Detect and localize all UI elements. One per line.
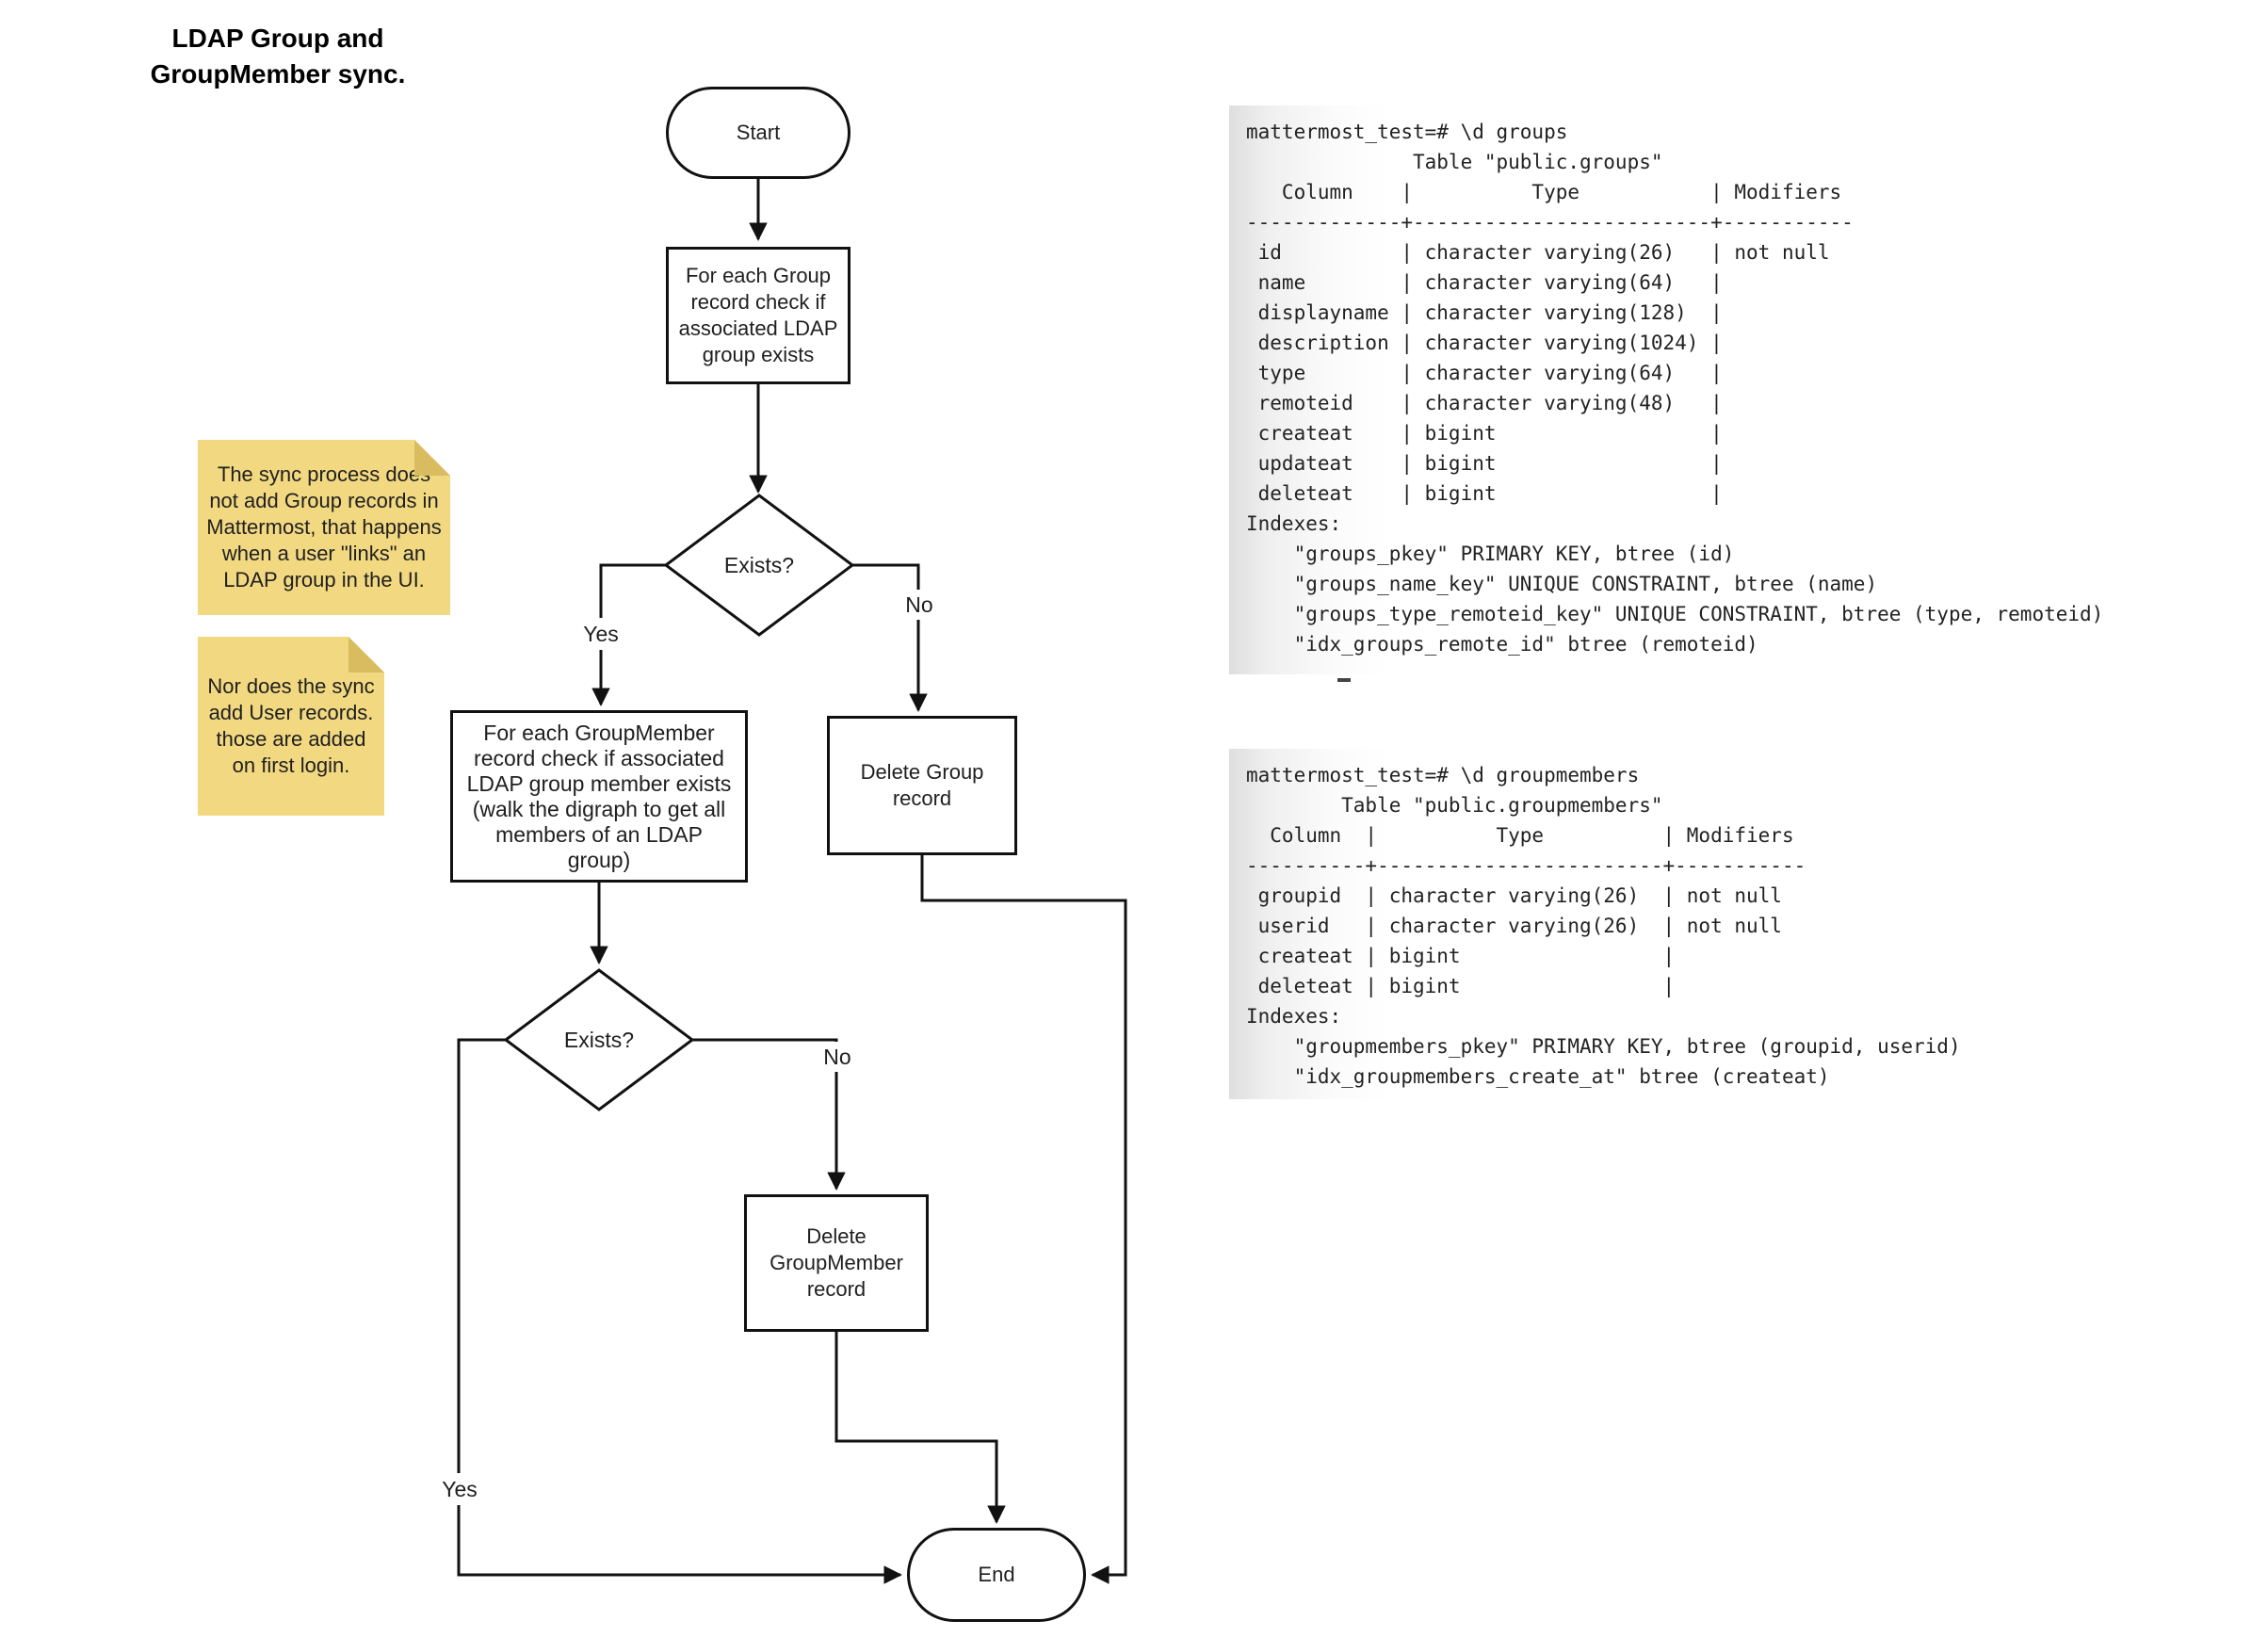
diagram-title-line2: GroupMember sync. (150, 59, 406, 89)
edge-deletemember-to-end (834, 1331, 1006, 1524)
edge-exists2-yes (457, 1038, 902, 1584)
process-delete-group: Delete Group record (827, 716, 1017, 855)
edge-label-no-1: No (895, 590, 944, 620)
edge-exists1-yes (591, 563, 666, 706)
edge-label-yes-1: Yes (575, 618, 627, 650)
decision-exists-member-label: Exists? (563, 1027, 635, 1052)
start-node: Start (666, 87, 850, 179)
sticky-note-group-records: The sync process does not add Group reco… (198, 440, 450, 615)
decision-exists-group (663, 494, 855, 637)
edge-exists2-no (692, 1038, 846, 1191)
decision-exists-group-label: Exists? (723, 552, 795, 577)
edge-label-no-2: No (814, 1042, 861, 1072)
terminal-cursor (1337, 678, 1351, 682)
diagram-title-line1: LDAP Group and (171, 24, 384, 53)
end-node: End (907, 1528, 1086, 1622)
process-check-group: For each Group record check if associate… (666, 247, 850, 384)
psql-output-groupmembers-table: mattermost_test=# \d groupmembers Table … (1229, 749, 2096, 1099)
edge-label-yes-2: Yes (433, 1473, 486, 1505)
edge-deletegroup-to-end (920, 855, 1127, 1584)
edge-exists1-no (852, 563, 928, 712)
diagram-title: LDAP Group and GroupMember sync. (132, 21, 424, 92)
process-check-groupmember: For each GroupMember record check if ass… (450, 710, 748, 883)
process-delete-groupmember: Delete GroupMember record (744, 1194, 929, 1332)
psql-output-groups-table: mattermost_test=# \d groups Table "publi… (1229, 105, 2185, 674)
decision-exists-member (503, 968, 695, 1111)
